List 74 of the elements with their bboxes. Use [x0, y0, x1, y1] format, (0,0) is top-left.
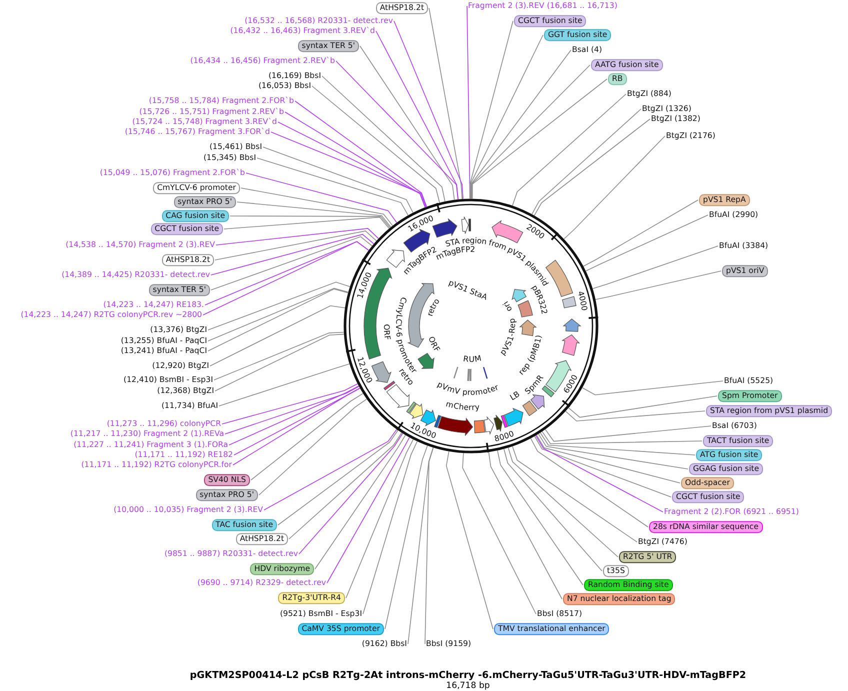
leader-line — [246, 172, 398, 224]
leader-line — [214, 332, 344, 380]
title: pGKTM2SP00414-L2 pCsB R2Tg-2At introns-mCherry -6.mCherry-TaGu5'UTR-TaGu3'UTR-HDV-mTagBFP2 — [190, 670, 746, 681]
leader-line — [446, 450, 494, 630]
leader-line — [512, 446, 638, 542]
leader-line — [214, 334, 344, 392]
leader-line — [208, 288, 349, 342]
leader-line — [360, 46, 455, 200]
leader-line — [504, 448, 602, 572]
leader-line — [565, 410, 706, 422]
leader-line — [408, 447, 434, 644]
leader-line — [336, 60, 458, 200]
leader-line — [394, 20, 464, 200]
leader-line — [294, 100, 428, 208]
leader-line — [210, 236, 372, 290]
leader-line — [258, 398, 368, 496]
leader-line — [362, 440, 418, 614]
leader-line — [312, 86, 440, 204]
leader-line — [250, 393, 364, 480]
leader-line — [470, 20, 514, 200]
leader-line — [224, 216, 390, 230]
leader-line — [512, 94, 626, 206]
leader-line — [583, 200, 698, 267]
leader-line — [208, 282, 350, 330]
leader-line — [471, 64, 590, 200]
leader-line — [278, 430, 398, 526]
leader-line — [538, 434, 688, 470]
leader-line — [564, 136, 666, 240]
leader-line — [535, 435, 664, 512]
leader-line — [210, 234, 374, 276]
leader-line — [236, 202, 392, 228]
leader-line — [582, 380, 724, 396]
leader-line — [288, 432, 402, 540]
leader-line — [262, 146, 414, 214]
leader-line — [214, 230, 377, 260]
leader-line — [322, 76, 446, 202]
leader-line — [595, 270, 722, 300]
leader-line — [270, 132, 426, 208]
leader-line — [208, 288, 348, 352]
leader-line — [542, 431, 702, 444]
leader-line — [216, 228, 379, 246]
plasmid-ring — [344, 198, 598, 454]
leader-line — [462, 452, 536, 614]
leader-line — [532, 108, 642, 215]
leader-line — [326, 437, 410, 584]
leader-line — [230, 216, 390, 228]
leader-line — [376, 30, 459, 200]
leader-line — [228, 386, 360, 446]
leader-line — [534, 118, 650, 216]
leader-line — [536, 434, 680, 484]
leader-line — [568, 396, 718, 418]
leader-line — [530, 438, 648, 528]
leader-line — [210, 305, 346, 366]
leader-line — [488, 452, 562, 600]
leader-line — [540, 432, 696, 456]
leader-line — [428, 8, 463, 200]
leader-line — [224, 386, 360, 434]
leader-line — [218, 363, 350, 406]
leader-line — [592, 246, 718, 289]
leader-line — [264, 428, 398, 510]
leader-line — [585, 214, 708, 272]
leader-line — [534, 436, 672, 498]
leader-line — [346, 439, 414, 598]
leader-line — [298, 432, 403, 554]
leader-line — [384, 445, 428, 630]
caption: 16,718 bp — [446, 681, 490, 691]
leader-line — [222, 383, 358, 424]
leader-line — [544, 426, 712, 442]
leader-line — [256, 158, 409, 216]
leader-line — [508, 447, 618, 558]
leader-line — [314, 434, 406, 570]
leader-line — [470, 50, 572, 200]
leader-line — [424, 447, 434, 644]
leader-line — [240, 188, 394, 226]
